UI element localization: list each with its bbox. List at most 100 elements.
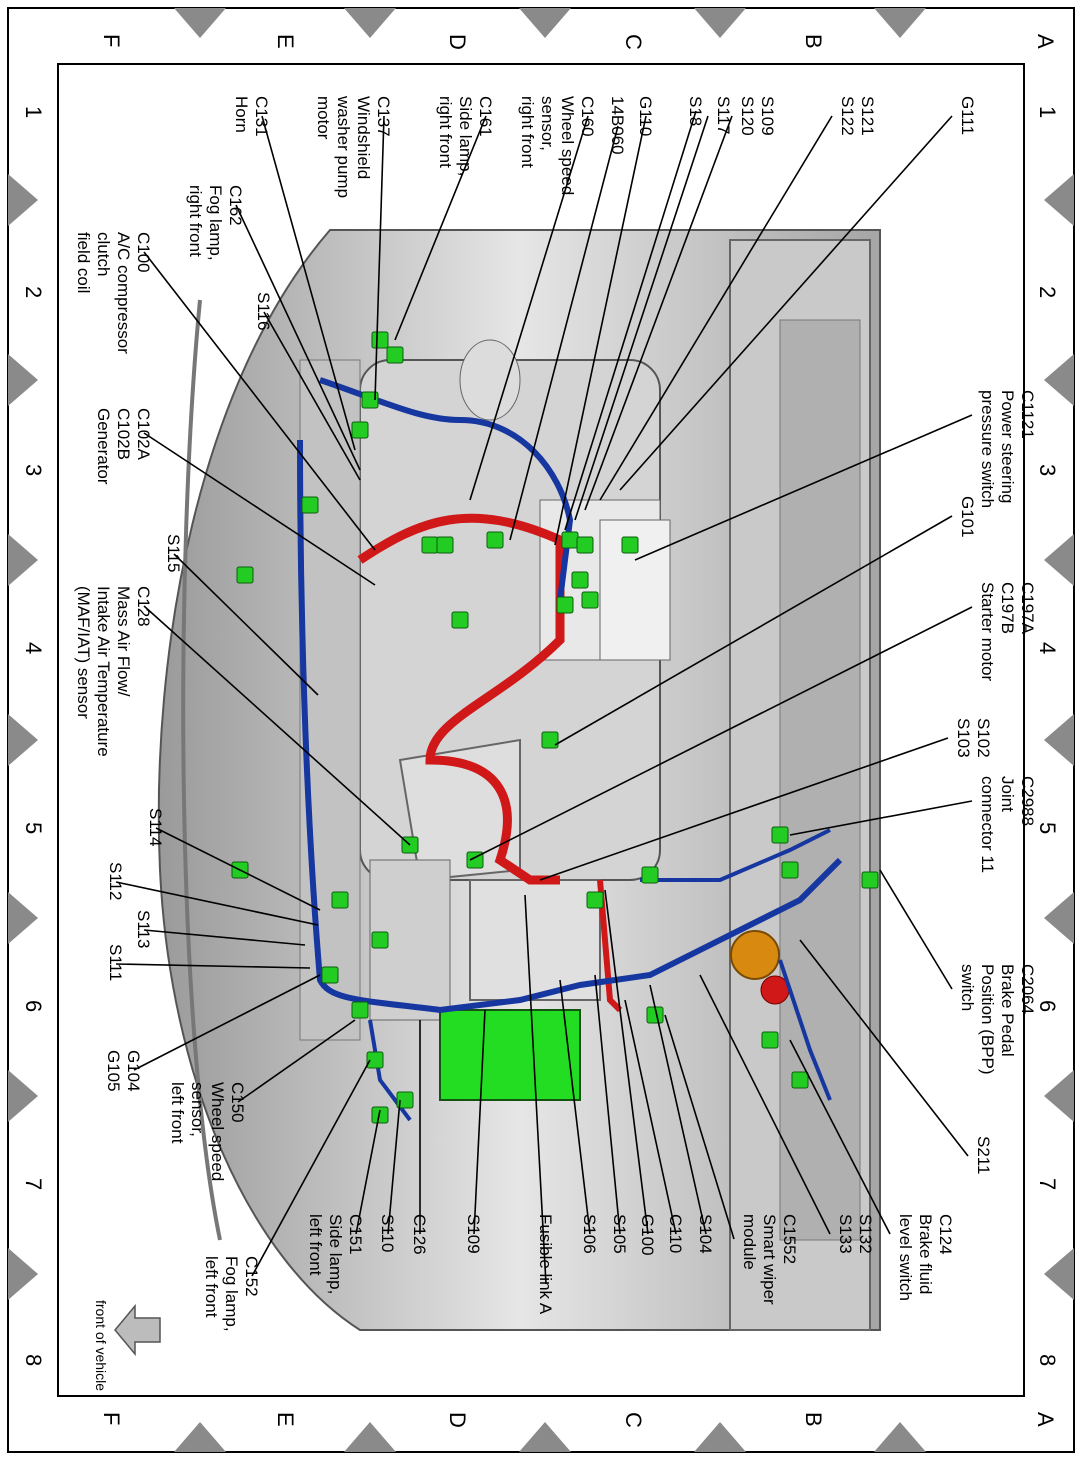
grid-row-top-c: C bbox=[621, 34, 646, 50]
leader-line-c2064 bbox=[879, 869, 953, 990]
leader-line-s109-s120 bbox=[584, 115, 733, 511]
label-fusible-link-a: Fusible link A bbox=[524, 894, 555, 1315]
leader-line-s112 bbox=[115, 881, 319, 926]
label-line: S133 bbox=[836, 1214, 855, 1254]
label-c110: C110 bbox=[624, 999, 685, 1253]
grid-row-top-e: E bbox=[273, 34, 298, 49]
leader-line-s121-s122 bbox=[599, 115, 833, 501]
grid-col-right-1: 1 bbox=[1035, 106, 1060, 118]
label-line: right front bbox=[186, 185, 205, 257]
connector-1 bbox=[371, 331, 389, 349]
connector-28 bbox=[641, 866, 659, 884]
grid-row-bottom-e: E bbox=[273, 1412, 298, 1427]
brake-booster bbox=[730, 930, 780, 980]
blue-harness-wiper bbox=[778, 959, 832, 1101]
zone-triangle-bottom-5 bbox=[874, 1422, 926, 1452]
label-s18: S18 bbox=[564, 96, 705, 531]
label-line: C124 bbox=[936, 1214, 955, 1255]
zone-triangle-right-1 bbox=[1044, 174, 1074, 226]
zone-triangle-left-3 bbox=[8, 534, 38, 586]
label-g101: G101 bbox=[554, 496, 977, 746]
battery bbox=[469, 879, 601, 1001]
blue-harness-main bbox=[297, 439, 843, 1014]
leader-line-s111 bbox=[115, 963, 311, 969]
label-line: level switch bbox=[896, 1214, 915, 1301]
connector-33 bbox=[861, 871, 879, 889]
grid-col-right-2: 2 bbox=[1035, 286, 1060, 298]
connector-3 bbox=[361, 391, 379, 409]
connector-7 bbox=[486, 531, 504, 549]
connector-35 bbox=[621, 536, 639, 554]
leader-line-c124 bbox=[789, 1039, 891, 1235]
zone-triangle-top-5 bbox=[874, 8, 926, 38]
zone-triangle-left-2 bbox=[8, 354, 38, 406]
connector-34 bbox=[771, 826, 789, 844]
leader-line-c2988 bbox=[789, 800, 973, 836]
label-line: S120 bbox=[738, 96, 757, 136]
grid-col-left-1: 1 bbox=[21, 106, 46, 118]
label-line: C150 bbox=[228, 1082, 247, 1123]
label-line: G101 bbox=[958, 496, 977, 538]
zone-triangle-right-7 bbox=[1044, 1248, 1074, 1300]
label-line: Fusible link A bbox=[536, 1214, 555, 1315]
grid-col-left-4: 4 bbox=[21, 642, 46, 654]
zone-triangle-top-2 bbox=[344, 8, 396, 38]
leader-line-s113 bbox=[143, 929, 306, 946]
label-line: C131 bbox=[252, 96, 271, 137]
leader-line-c137 bbox=[374, 115, 385, 401]
label-line: S132 bbox=[856, 1214, 875, 1254]
leader-line-g104-g105 bbox=[133, 974, 321, 1071]
zone-triangle-left-5 bbox=[8, 892, 38, 944]
connector-20 bbox=[236, 566, 254, 584]
label-s104: S104 bbox=[649, 984, 715, 1254]
connector-26 bbox=[371, 1106, 389, 1124]
label-line: Brake Pedal bbox=[998, 964, 1017, 1057]
label-line: S112 bbox=[106, 862, 125, 900]
label-line: C102A bbox=[134, 408, 153, 461]
label-line: C151 bbox=[346, 1214, 365, 1255]
label-line: S111 bbox=[106, 944, 125, 981]
grid-col-right-7: 7 bbox=[1035, 1178, 1060, 1190]
fuse-box bbox=[439, 1009, 581, 1101]
connector-18 bbox=[371, 931, 389, 949]
bumper-edge bbox=[181, 299, 222, 1241]
grid-col-right-6: 6 bbox=[1035, 1000, 1060, 1012]
grid-col-left-6: 6 bbox=[21, 1000, 46, 1012]
zone-triangle-top-1 bbox=[174, 8, 226, 38]
grid-col-left-2: 2 bbox=[21, 286, 46, 298]
zone-triangle-right-4 bbox=[1044, 714, 1074, 766]
leader-line-s110 bbox=[387, 1099, 401, 1235]
label-line: sensor, bbox=[538, 96, 557, 151]
label-line: G100 bbox=[638, 1214, 657, 1256]
zone-triangle-left-6 bbox=[8, 1070, 38, 1122]
leader-line-s115 bbox=[173, 553, 319, 696]
label-s114: S114 bbox=[146, 808, 321, 911]
connector-9 bbox=[576, 536, 594, 554]
connector-30 bbox=[761, 1031, 779, 1049]
grid-row-top-a: A bbox=[1033, 34, 1058, 49]
zone-triangle-bottom-1 bbox=[174, 1422, 226, 1452]
label-c126: C126 bbox=[410, 1020, 429, 1255]
label-line: C2988 bbox=[1018, 776, 1037, 826]
grid-row-bottom-a: A bbox=[1033, 1412, 1058, 1427]
grid-row-bottom-d: D bbox=[445, 1412, 470, 1428]
label-line: C126 bbox=[410, 1214, 429, 1255]
label-line: S117 bbox=[714, 96, 733, 134]
leader-line-c197 bbox=[469, 606, 973, 861]
label-line: Smart wiper bbox=[760, 1214, 779, 1305]
label-g100: G100 bbox=[604, 889, 657, 1256]
connector-29 bbox=[586, 891, 604, 909]
label-s116: S116 bbox=[254, 292, 361, 481]
leader-line-c151 bbox=[355, 1109, 381, 1235]
leader-line-s104 bbox=[649, 984, 707, 1235]
label-line: S121 bbox=[858, 96, 877, 136]
label-s109b: S109 bbox=[464, 1009, 486, 1254]
connector-11 bbox=[581, 591, 599, 609]
grid-row-top-b: B bbox=[801, 34, 826, 49]
label-line: C197A bbox=[1018, 582, 1037, 635]
